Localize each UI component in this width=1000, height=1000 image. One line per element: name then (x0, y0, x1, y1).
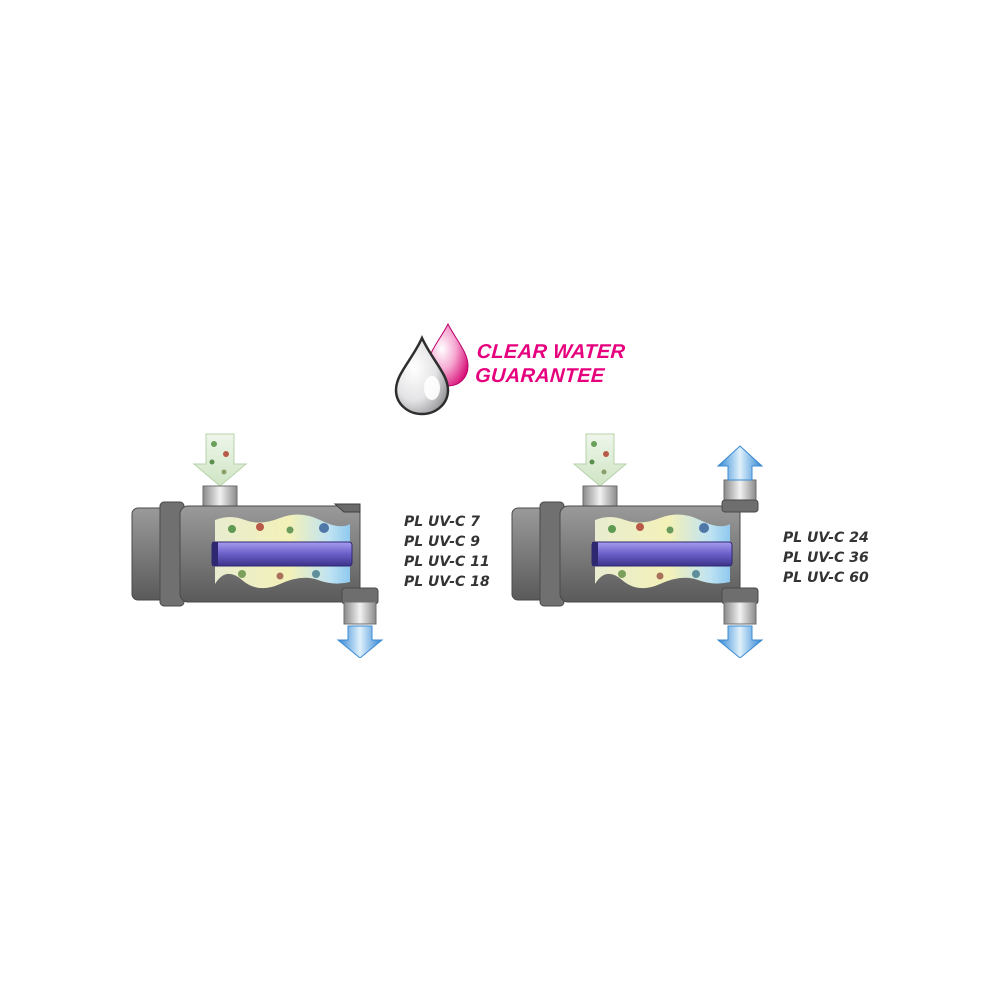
uv-clarifier-small: PL UV-C 7 PL UV-C 9 PL UV-C 11 PL UV-C 1… (120, 428, 490, 659)
model-name: PL UV-C 36 (783, 550, 869, 566)
model-list-small: PL UV-C 7 PL UV-C 9 PL UV-C 11 PL UV-C 1… (404, 512, 490, 592)
inflow-arrow-icon (192, 433, 248, 487)
outflow-down-arrow-icon (716, 625, 764, 659)
uv-clarifier-large: PL UV-C 24 PL UV-C 36 PL UV-C 60 (500, 428, 869, 659)
model-name: PL UV-C 24 (783, 530, 869, 546)
model-list-large: PL UV-C 24 PL UV-C 36 PL UV-C 60 (783, 528, 869, 588)
model-name: PL UV-C 18 (404, 574, 490, 590)
inflow-arrow-icon (572, 433, 628, 487)
water-drops-icon (394, 322, 469, 416)
model-name: PL UV-C 60 (783, 570, 869, 586)
model-name: PL UV-C 11 (404, 554, 490, 570)
outflow-arrow-icon (336, 625, 384, 659)
clear-water-badge: CLEAR WATER GUARANTEE (390, 318, 630, 418)
model-name: PL UV-C 9 (404, 534, 480, 550)
badge-line-1: CLEAR WATER (476, 341, 627, 363)
outflow-up-arrow-icon (716, 445, 764, 481)
badge-line-2: GUARANTEE (474, 365, 606, 387)
model-name: PL UV-C 7 (404, 514, 480, 530)
